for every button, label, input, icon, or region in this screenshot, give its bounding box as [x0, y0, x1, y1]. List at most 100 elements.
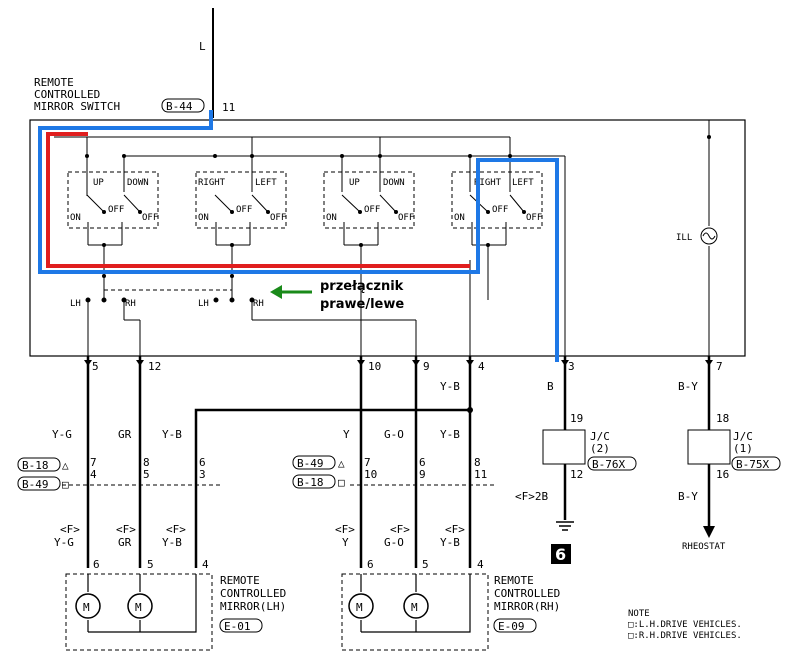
sec1-off2: OFF: [142, 213, 158, 223]
sec1-off1: OFF: [108, 205, 124, 215]
lh-pin-a0: 7: [90, 456, 97, 469]
sec1-b: DOWN: [127, 178, 149, 188]
mirror-lh-title-3: MIRROR(LH): [220, 600, 286, 613]
ill-filament: [702, 232, 716, 240]
switch-section-2: RIGHT LEFT ON OFF OFF: [195, 171, 287, 229]
switch-connector-tag: [161, 98, 205, 113]
conn-rh-c1: B-49: [297, 457, 324, 470]
pin-9: 9: [423, 360, 430, 373]
switch-nodes: [85, 135, 711, 278]
sec4-on: ON: [454, 213, 465, 223]
jc1-box: [687, 429, 731, 465]
mirror-rh-conn: E-09: [498, 620, 525, 633]
mirror-lh-title-1: REMOTE: [220, 574, 260, 587]
harness-arrows: [84, 360, 713, 366]
rh-f-tag-1: <F>: [390, 523, 410, 536]
mirror-rh-box: [341, 573, 489, 651]
motor-label: M: [83, 601, 90, 614]
jc2-pin-bot: 12: [570, 468, 583, 481]
jc2-conn: B-76X: [592, 458, 625, 471]
rh-f-tag-0: <F>: [335, 523, 355, 536]
mirror-lh-conn-tag: [219, 618, 263, 633]
mirror-rh-wiring: [360, 574, 471, 633]
sec1-a: UP: [93, 178, 104, 188]
lh-f-tag-0: <F>: [60, 523, 80, 536]
pin-11: 11: [222, 101, 235, 114]
jc1-num: (1): [733, 442, 753, 455]
switch-title-3: MIRROR SWITCH: [34, 100, 120, 113]
red-path: [46, 132, 470, 268]
ground-id: 6: [555, 545, 566, 564]
sec2-a: RIGHT: [198, 178, 226, 188]
pin-4: 4: [478, 360, 485, 373]
sec3-b: DOWN: [383, 178, 405, 188]
sec2-on: ON: [198, 213, 209, 223]
mirror-lh-conn: E-01: [224, 620, 251, 633]
rh-pin-a0: 7: [364, 456, 371, 469]
wire-go: G-O: [384, 428, 404, 441]
ground-icon: [556, 521, 574, 531]
pin-3: 3: [568, 360, 575, 373]
splice-node: [467, 407, 473, 413]
jc2-num: (2): [590, 442, 610, 455]
sec4-a: RIGHT: [474, 178, 502, 188]
rh-f-wire-0: Y: [342, 536, 349, 549]
lh-pin-a2: 6: [199, 456, 206, 469]
motor-icon: [403, 593, 429, 619]
motor-label: M: [411, 601, 418, 614]
switch-connector: B-44: [166, 100, 193, 113]
rh-pin-b0: 10: [364, 468, 377, 481]
mirror-rh-title-2: CONTROLLED: [494, 587, 560, 600]
lh-mirror-pin-5: 5: [147, 558, 154, 571]
annotation-line1: przełącznik: [320, 279, 404, 294]
annotation-line2: prawe/lewe: [320, 297, 404, 312]
lh-f-wire-2: Y-B: [162, 536, 182, 549]
ill-lamp-icon: [700, 227, 718, 245]
lh-f-tag-1: <F>: [116, 523, 136, 536]
rh-f-wire-1: G-O: [384, 536, 404, 549]
wire-by-bottom: B-Y: [678, 490, 698, 503]
lh-mirror-pin-6: 6: [93, 558, 100, 571]
sec1-on: ON: [70, 213, 81, 223]
mirror-lh-wiring: [87, 574, 197, 633]
lh-rh-contacts: [85, 297, 255, 303]
wire-yb-top: Y-B: [440, 380, 460, 393]
motor-label: M: [135, 601, 142, 614]
connector-tags-rh: B-49 B-18 △□ 7 10 6 9 8 11: [292, 455, 495, 489]
mirror-rh-conn-tag: [493, 618, 537, 633]
wire-yb-lh: Y-B: [162, 428, 182, 441]
sec4-off1: OFF: [492, 205, 508, 215]
rheostat-label: RHEOSTAT: [682, 542, 726, 552]
switch-title-2: CONTROLLED: [34, 88, 100, 101]
rh-mirror-pin-4: 4: [477, 558, 484, 571]
switch-title-1: REMOTE: [34, 76, 74, 89]
mirror-lh-title-2: CONTROLLED: [220, 587, 286, 600]
jc1-label: J/C: [733, 430, 753, 443]
rheostat-arrow: [703, 526, 715, 538]
wire-y: Y: [343, 428, 350, 441]
lh-label-1: LH: [70, 299, 81, 309]
rh-pin-b1: 9: [419, 468, 426, 481]
rh-pin-b2: 11: [474, 468, 487, 481]
pin-5: 5: [92, 360, 99, 373]
mirror-rh-title-1: REMOTE: [494, 574, 534, 587]
jc2-label: J/C: [590, 430, 610, 443]
conn-lh-c2: B-49: [22, 478, 49, 491]
mirror-rh-title-3: MIRROR(RH): [494, 600, 560, 613]
rh-label-1: RH: [125, 299, 136, 309]
svg-text:△: △: [338, 457, 345, 470]
annotation-arrowhead: [270, 285, 282, 299]
jc1-pin-bot: 16: [716, 468, 729, 481]
ill-label: ILL: [676, 233, 692, 243]
switch-section-3: UP DOWN ON OFF OFF: [323, 171, 415, 229]
switch-section-4: RIGHT LEFT ON OFF OFF: [451, 171, 543, 229]
ground-label: <F>2B: [515, 490, 548, 503]
rh-pin-a1: 6: [419, 456, 426, 469]
wire-label-top: L: [199, 40, 206, 53]
ground-id-box: [551, 544, 571, 564]
lh-f-wire-0: Y-G: [54, 536, 74, 549]
rh-mirror-pin-5: 5: [422, 558, 429, 571]
svg-text:△: △: [62, 459, 69, 472]
wire-gr: GR: [118, 428, 132, 441]
jc1-pin-top: 18: [716, 412, 729, 425]
